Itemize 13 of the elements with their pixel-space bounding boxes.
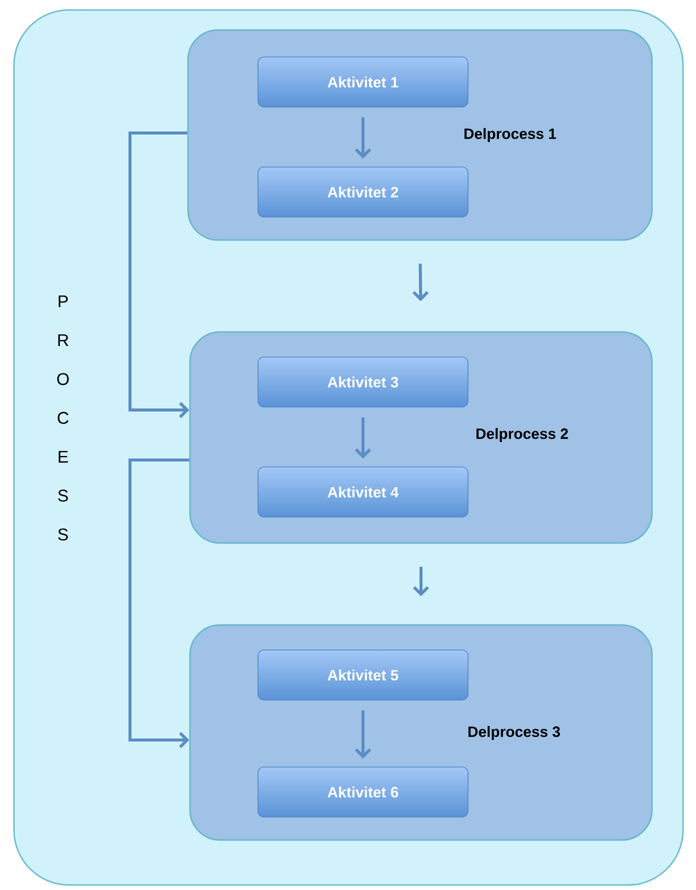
arrow [354,117,372,159]
arrow [412,264,429,302]
activity-box: Aktivitet 3 [258,356,468,408]
arrow [354,710,372,759]
activity-box: Aktivitet 6 [258,766,468,818]
activity-box: Aktivitet 2 [258,166,468,218]
connector-arrow [128,458,190,748]
arrow [354,417,372,459]
activity-box: Aktivitet 1 [258,56,468,108]
activity-box: Aktivitet 4 [258,466,468,518]
activity-box: Aktivitet 5 [258,650,468,700]
connector-arrow [128,132,190,418]
arrow [412,566,430,596]
